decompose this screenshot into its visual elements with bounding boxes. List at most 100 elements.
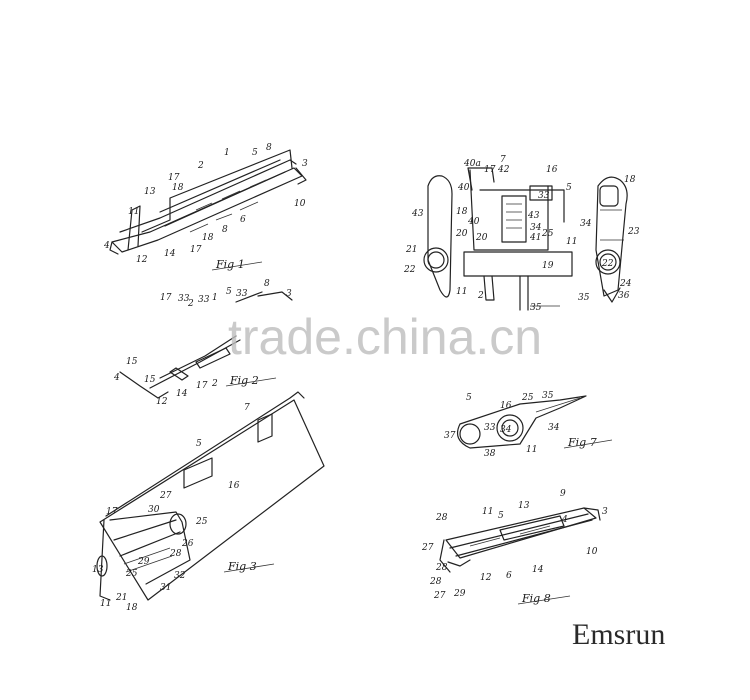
fig1-label: 10 xyxy=(294,199,306,209)
fig2-label: 33 xyxy=(236,289,248,299)
fig8-label: 4 xyxy=(561,515,568,525)
watermark: trade.china.cn xyxy=(228,309,543,365)
fig3-label: 25 xyxy=(195,517,208,527)
fig7-label: 35 xyxy=(542,391,554,401)
fig8-label: 14 xyxy=(532,565,544,575)
fig1-label: 8 xyxy=(266,143,272,153)
fig2-label: 33 xyxy=(178,294,190,304)
fig2-label: 5 xyxy=(226,287,232,297)
fig8-label: 10 xyxy=(586,547,598,557)
fig5-label: 35 xyxy=(578,293,590,303)
fig8-label: 11 xyxy=(482,507,493,517)
fig4-label: 11 xyxy=(566,237,577,247)
fig2-label: 2 xyxy=(187,299,194,309)
fig8-label: 27 xyxy=(433,591,446,601)
fig8-caption: Fig 8 xyxy=(521,592,551,605)
fig8-label: 28 xyxy=(435,563,448,573)
fig1-label: 1 xyxy=(224,148,230,158)
fig8-label: 12 xyxy=(480,573,492,583)
figure-4: 7 40a 42 17 16 33 5 40 43 18 40 43 34 41… xyxy=(403,155,577,313)
fig1-label: 18 xyxy=(172,183,184,193)
fig2-label: 17 xyxy=(160,293,172,303)
fig3-caption: Fig 3 xyxy=(227,560,257,573)
fig4-label: 25 xyxy=(541,229,554,239)
fig7-label: 34 xyxy=(548,423,560,433)
figure-2: 17 33 2 33 1 5 33 8 3 15 4 14 17 12 2 15… xyxy=(113,279,293,407)
fig4-label: 20 xyxy=(455,229,468,239)
fig3-label: 31 xyxy=(160,583,171,593)
fig2-label: 4 xyxy=(113,373,120,383)
fig3-label: 25 xyxy=(125,569,138,579)
fig1-label: 4 xyxy=(103,241,110,251)
fig4-label: 43 xyxy=(411,209,424,219)
fig3-label: 28 xyxy=(169,549,182,559)
fig1-label: 8 xyxy=(222,225,228,235)
fig1-label: 12 xyxy=(136,255,148,265)
fig4-label: 43 xyxy=(527,211,540,221)
fig3-label: 27 xyxy=(159,491,172,501)
fig8-label: 27 xyxy=(421,543,434,553)
figure-5: 18 34 23 22 24 35 36 xyxy=(578,175,640,303)
fig2-label: 14 xyxy=(176,389,188,399)
fig1-caption: Fig 1 xyxy=(215,258,245,271)
fig7-caption: Fig 7 xyxy=(567,436,597,449)
fig2-label: 8 xyxy=(264,279,270,289)
fig4-label: 40a xyxy=(463,159,481,169)
fig4-label: 40 xyxy=(457,183,470,193)
fig2-label: 17 xyxy=(196,381,208,391)
fig3-label: 13 xyxy=(92,565,104,575)
fig7-label: 16 xyxy=(500,401,512,411)
fig7-label: 11 xyxy=(526,445,537,455)
fig5-label: 18 xyxy=(624,175,636,185)
fig2-label: 15 xyxy=(144,375,156,385)
fig5-label: 34 xyxy=(580,219,592,229)
fig2-label: 33 xyxy=(198,295,210,305)
fig2-label: 2 xyxy=(211,379,218,389)
fig2-label: 12 xyxy=(156,397,168,407)
fig4-label: 33 xyxy=(538,191,550,201)
brand-name: Emsrun xyxy=(572,618,666,651)
fig8-label: 29 xyxy=(453,589,466,599)
fig3-label: 26 xyxy=(181,539,194,549)
figure-8: 11 5 13 9 28 4 3 27 28 14 10 28 12 6 27 … xyxy=(421,489,608,605)
figure-1: 17 2 1 5 8 3 13 18 11 10 6 8 4 12 14 18 … xyxy=(103,143,308,271)
figure-3: 7 5 16 27 30 17 25 26 29 28 32 31 25 13 … xyxy=(92,391,325,613)
fig4-label: 35 xyxy=(530,303,542,313)
fig1-label: 18 xyxy=(202,233,214,243)
fig8-label: 28 xyxy=(435,513,448,523)
fig2-label: 3 xyxy=(286,289,292,299)
fig4-label: 41 xyxy=(529,233,541,243)
fig3-label: 30 xyxy=(148,505,160,515)
fig7-label: 38 xyxy=(484,449,496,459)
fig3-label: 17 xyxy=(106,507,118,517)
fig5-label: 23 xyxy=(627,227,640,237)
fig8-label: 9 xyxy=(560,489,566,499)
fig4-label: 5 xyxy=(566,183,572,193)
figure-7: 5 25 16 35 37 33 34 34 38 11 Fig 7 xyxy=(444,391,613,459)
fig5-label: 22 xyxy=(601,259,614,269)
fig4-label: 16 xyxy=(546,165,558,175)
fig8-label: 3 xyxy=(602,507,608,517)
fig1-label: 17 xyxy=(168,173,180,183)
fig8-label: 28 xyxy=(429,577,442,587)
fig4-label: 42 xyxy=(497,165,510,175)
fig1-label: 2 xyxy=(197,161,204,171)
fig5-label: 24 xyxy=(619,279,632,289)
fig2-label: 1 xyxy=(212,293,218,303)
fig4-label: 21 xyxy=(405,245,417,255)
fig3-label: 16 xyxy=(228,481,240,491)
fig7-label: 33 xyxy=(484,423,496,433)
fig3-label: 32 xyxy=(174,571,186,581)
fig1-label: 13 xyxy=(144,187,156,197)
fig4-label: 2 xyxy=(477,291,484,301)
fig8-label: 13 xyxy=(518,501,530,511)
fig3-label: 29 xyxy=(137,557,150,567)
fig2-label: 15 xyxy=(126,357,138,367)
fig4-label: 20 xyxy=(475,233,488,243)
fig4-label: 7 xyxy=(500,155,506,165)
fig7-label: 34 xyxy=(500,425,512,435)
fig3-label: 11 xyxy=(100,599,111,609)
fig7-label: 37 xyxy=(444,431,456,441)
fig4-label: 22 xyxy=(403,265,416,275)
